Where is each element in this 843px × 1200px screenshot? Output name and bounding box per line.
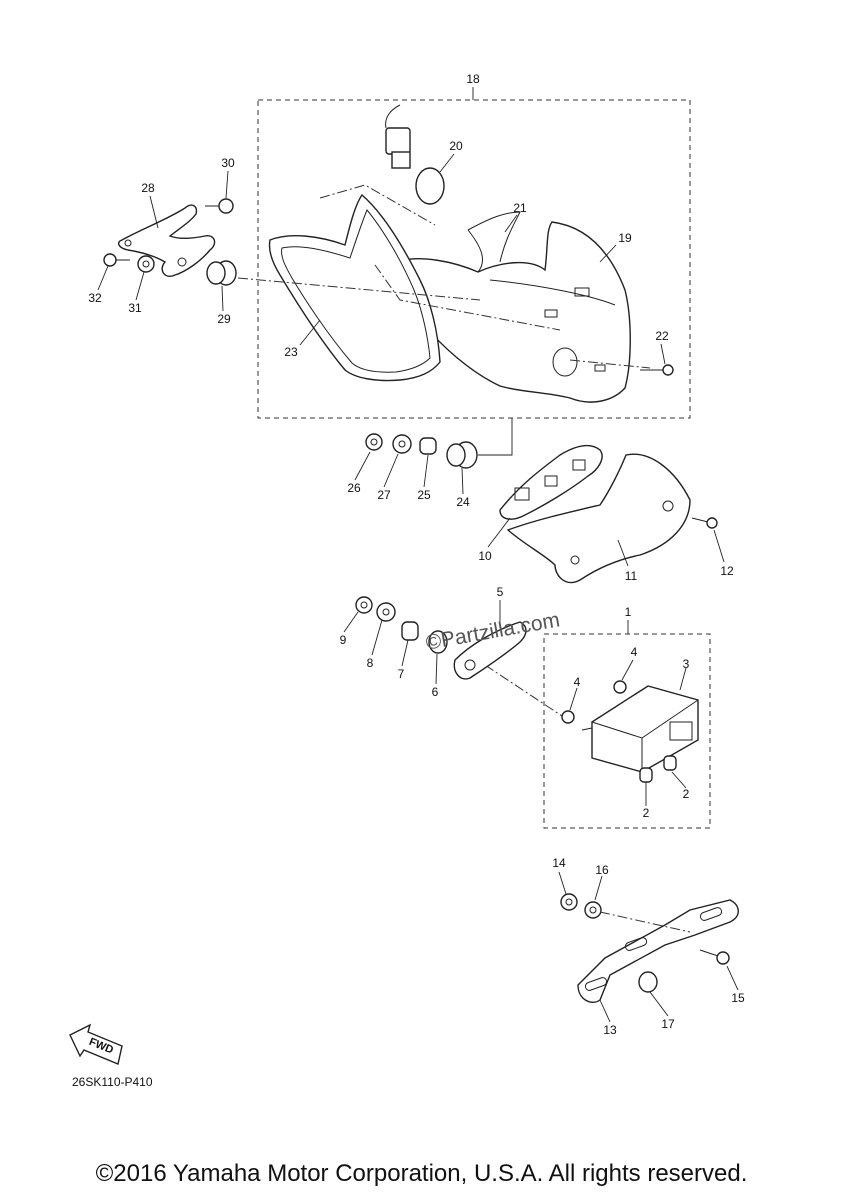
callout-10: 10	[478, 549, 492, 563]
callout-14: 14	[552, 856, 566, 870]
grommet-29	[206, 260, 237, 286]
callout-32: 32	[88, 291, 102, 305]
callout-31: 31	[128, 301, 142, 315]
callout-19: 19	[618, 231, 632, 245]
washer-31	[137, 255, 155, 273]
callout-30: 30	[221, 156, 235, 170]
copyright-text: ©2016 Yamaha Motor Corporation, U.S.A. A…	[95, 1160, 748, 1187]
callout-28: 28	[141, 181, 155, 195]
nut-4-upper	[613, 680, 627, 694]
bracket-28	[117, 204, 216, 277]
bulb-and-socket	[385, 104, 445, 205]
callout-25: 25	[417, 488, 431, 502]
assembly-box-1	[543, 633, 711, 829]
bulb-2-left	[639, 767, 653, 783]
callouts: 18 20 21 19 22 23 30 28 32 31 29 26 27 2…	[88, 72, 745, 1037]
collar-25	[419, 437, 437, 455]
callout-20: 20	[449, 139, 463, 153]
callout-13: 13	[603, 1023, 617, 1037]
plug-17	[638, 971, 658, 993]
collar-7	[401, 621, 419, 641]
cover-11	[506, 453, 691, 584]
gasket-5	[453, 621, 527, 680]
callout-16: 16	[595, 863, 609, 877]
callout-23: 23	[284, 345, 298, 359]
screw-12	[691, 517, 718, 529]
callout-18: 18	[466, 72, 480, 86]
callout-8: 8	[367, 656, 374, 670]
callout-1: 1	[625, 605, 632, 619]
callout-5: 5	[497, 585, 504, 599]
screw-22	[640, 364, 674, 376]
grommet-6	[428, 630, 448, 654]
callout-2-left: 2	[643, 806, 650, 820]
washer-16	[584, 901, 602, 919]
assembly-box-18	[257, 99, 691, 419]
tail-light-lens	[394, 211, 631, 403]
screw-32	[103, 253, 130, 267]
callout-26: 26	[347, 481, 361, 495]
license-light-3	[581, 685, 699, 773]
callout-12: 12	[720, 564, 734, 578]
screw-30	[205, 198, 234, 214]
washer-8	[376, 602, 396, 622]
callout-9: 9	[340, 633, 347, 647]
nut-26	[365, 433, 383, 451]
plate-bracket-13	[577, 899, 739, 1003]
nut-14	[560, 893, 578, 911]
washer-27	[392, 434, 412, 454]
fwd-arrow-icon: FWD	[69, 1023, 123, 1065]
leader-lines	[97, 87, 739, 1023]
callout-6: 6	[432, 685, 439, 699]
callout-7: 7	[398, 667, 405, 681]
grommet-24	[446, 441, 478, 469]
callout-2-right: 2	[683, 787, 690, 801]
callout-24: 24	[456, 495, 470, 509]
callout-11: 11	[625, 569, 638, 583]
callout-3: 3	[683, 657, 690, 671]
callout-4-upper: 4	[631, 645, 638, 659]
nut-9	[355, 596, 373, 614]
callout-15: 15	[731, 991, 745, 1005]
holder-10	[499, 444, 603, 520]
callout-17: 17	[661, 1017, 675, 1031]
diagram-code: 26SK110-P410	[72, 1075, 153, 1089]
screw-15	[699, 949, 730, 965]
nut-4-lower	[561, 710, 575, 724]
callout-21: 21	[513, 201, 527, 215]
callout-29: 29	[217, 312, 231, 326]
callout-4-lower: 4	[574, 675, 581, 689]
callout-27: 27	[377, 488, 391, 502]
tail-light-gasket	[268, 193, 441, 382]
callout-22: 22	[655, 329, 669, 343]
bulb-2-right	[663, 755, 677, 771]
